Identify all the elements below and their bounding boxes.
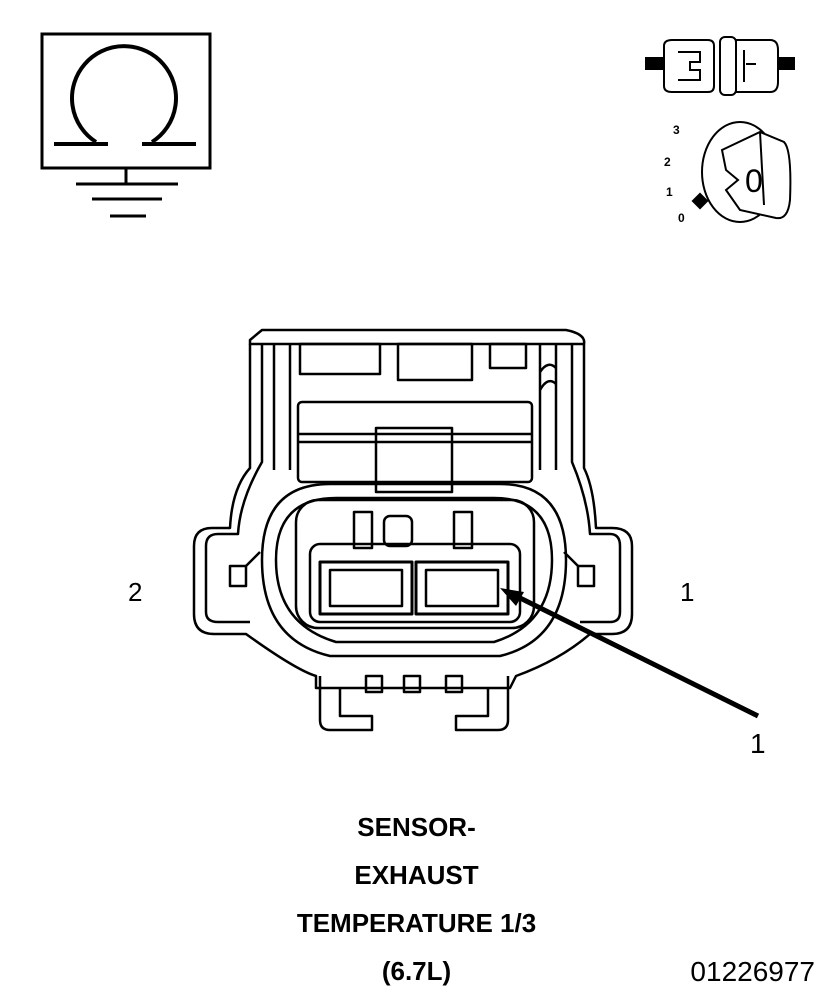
caption-line-4: (6.7L) [381, 956, 452, 986]
ignition-position-0: 0 [678, 211, 685, 225]
cavity-1-label: 1 [680, 577, 695, 607]
ignition-position-1: 1 [666, 185, 673, 199]
ignition-key-off-icon: 0 3 2 1 0 [664, 121, 792, 225]
connector-face-drawing [192, 328, 634, 732]
caption-line-1: SENSOR- [357, 812, 476, 842]
callout-number-label: 1 [750, 728, 766, 759]
cavity-1-callout [500, 588, 760, 719]
ignition-position-3: 3 [673, 123, 680, 137]
caption-line-2: EXHAUST [354, 860, 479, 890]
ignition-key-label: 0 [745, 163, 763, 199]
figure-number: 01226977 [690, 956, 815, 987]
connector-disconnected-icon [645, 36, 795, 96]
ignition-position-2: 2 [664, 155, 671, 169]
cavity-2-label: 2 [128, 577, 143, 607]
ohm-meter-ground-icon [40, 32, 212, 218]
caption-line-3: TEMPERATURE 1/3 [296, 908, 537, 938]
